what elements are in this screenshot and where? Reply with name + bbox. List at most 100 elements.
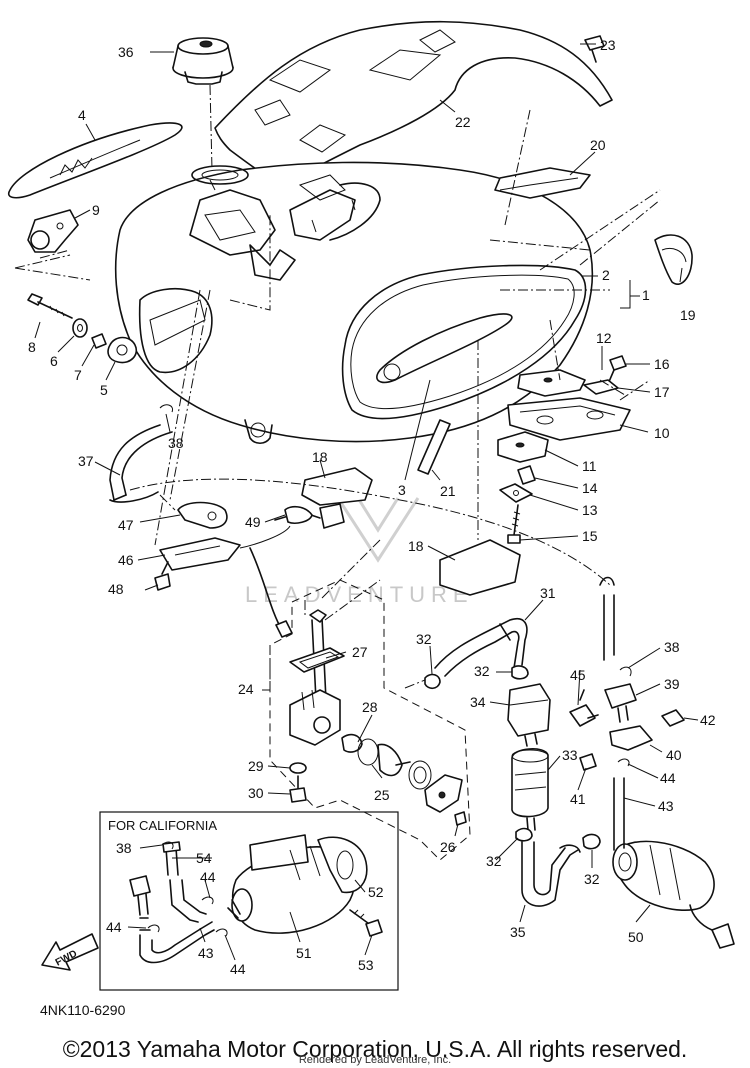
watermark-text: LEADVENTURE (245, 582, 474, 607)
part-42-bolt[interactable] (661, 709, 685, 727)
callout-42: 42 (700, 712, 716, 728)
part-38-clip-right[interactable] (619, 666, 632, 677)
part-47-plate[interactable] (177, 501, 228, 529)
callout-3: 3 (398, 482, 406, 498)
callout-38-right: 38 (664, 639, 680, 655)
callout-53: 53 (358, 957, 374, 973)
callout-38-left: 38 (168, 435, 184, 451)
part-19-damper[interactable] (654, 234, 693, 285)
callout-23: 23 (600, 37, 616, 53)
california-box (99, 811, 399, 991)
part-21-strip[interactable] (417, 419, 451, 475)
part-34-fitting[interactable] (507, 683, 551, 747)
callout-45: 45 (570, 667, 586, 683)
callout-27: 27 (352, 644, 368, 660)
part-40-bracket[interactable] (609, 725, 653, 751)
part-27-gasket[interactable] (289, 647, 345, 673)
part-35-hose[interactable] (521, 841, 581, 907)
part-29-washer[interactable] (289, 762, 307, 774)
part-32-clip-b[interactable] (511, 665, 529, 680)
callout-41: 41 (570, 791, 586, 807)
part-45-valve[interactable] (569, 689, 599, 727)
callout-44-right: 44 (660, 770, 676, 786)
part-25-oring[interactable] (357, 738, 379, 766)
callout-11: 11 (582, 458, 597, 474)
part-44-clip-b[interactable] (147, 924, 160, 933)
part-17-clamp[interactable] (583, 379, 619, 395)
part-37-hose[interactable] (109, 424, 173, 503)
assembly-leaders (14, 84, 661, 690)
part-49-sensor[interactable] (239, 503, 345, 638)
part-16-bolt[interactable] (607, 355, 627, 385)
part-4-emblem[interactable] (8, 122, 183, 199)
part-fuel-cock-plate[interactable] (424, 774, 463, 813)
part-cal-hoses[interactable] (129, 875, 215, 964)
part-50-fuel-pump[interactable] (612, 840, 735, 949)
part-44-clip-right[interactable] (617, 758, 630, 767)
part-48-bolt[interactable] (154, 561, 171, 591)
part-28-cover[interactable] (341, 733, 363, 753)
part-32-clip-c[interactable] (515, 827, 533, 842)
callout-25: 25 (374, 787, 390, 803)
part-18-pad-lower[interactable] (439, 539, 521, 596)
part-22-rear-fender[interactable] (214, 20, 613, 186)
part-20-pad[interactable] (494, 167, 591, 199)
callout-54: 54 (196, 850, 212, 866)
part-7-collar[interactable] (91, 333, 107, 349)
callout-labels: 36 23 22 4 9 20 19 2 1 12 16 17 10 11 14… (28, 37, 716, 977)
part-8-bolt[interactable] (27, 293, 73, 319)
part-6-washer[interactable] (72, 318, 88, 338)
part-32-clip-a[interactable] (424, 673, 441, 690)
part-44-clip-a[interactable] (201, 896, 214, 905)
part-5-damper[interactable] (107, 336, 137, 364)
part-36-fuel-cap[interactable] (172, 37, 234, 85)
part-38-clip[interactable] (159, 404, 174, 413)
part-44-clip-c[interactable] (215, 928, 228, 937)
part-38-clip-cal[interactable] (161, 841, 174, 850)
part-9-bracket[interactable] (27, 209, 79, 253)
callout-32-a: 32 (416, 631, 432, 647)
part-13-washer[interactable] (499, 483, 533, 503)
callout-46: 46 (118, 552, 134, 568)
part-51-canister[interactable] (227, 834, 356, 934)
callout-52: 52 (368, 884, 384, 900)
part-12-rubber[interactable] (517, 369, 586, 397)
part-1-fuel-tank[interactable] (114, 161, 594, 445)
callout-17: 17 (654, 384, 670, 400)
callout-24: 24 (238, 681, 254, 697)
callout-29: 29 (248, 758, 264, 774)
part-32-clip-d[interactable] (582, 833, 601, 850)
callout-4: 4 (78, 107, 86, 123)
part-14-collar[interactable] (517, 465, 536, 485)
part-23-screw[interactable] (584, 35, 605, 63)
callout-22: 22 (455, 114, 471, 130)
watermark: LEADVENTURE (245, 497, 474, 607)
part-11-rubber[interactable] (497, 431, 549, 463)
callout-39: 39 (664, 676, 680, 692)
part-24-fuel-cock[interactable] (289, 609, 341, 746)
callout-7: 7 (74, 367, 82, 383)
callout-18-lower: 18 (408, 538, 424, 554)
part-52-bracket[interactable] (317, 836, 368, 894)
callout-50: 50 (628, 929, 644, 945)
part-15-bolt[interactable] (507, 504, 521, 544)
part-fuel-cock-lever[interactable] (377, 743, 411, 777)
part-fuel-cock-gasket-small[interactable] (408, 760, 432, 790)
part-10-bracket[interactable] (507, 397, 631, 441)
part-26-screw[interactable] (454, 811, 467, 826)
part-39-joint[interactable] (604, 683, 637, 723)
part-31-hose[interactable] (434, 618, 528, 677)
part-54-hose[interactable] (162, 841, 181, 876)
part-30-screw[interactable] (289, 775, 307, 803)
callout-5: 5 (100, 382, 108, 398)
part-43-hose-right[interactable] (599, 576, 625, 851)
part-46-bracket[interactable] (159, 537, 241, 571)
part-18-pad-upper[interactable] (301, 467, 373, 506)
part-41-bolt[interactable] (579, 753, 597, 771)
callout-43-cal: 43 (198, 945, 214, 961)
part-53-bolt[interactable] (349, 909, 383, 937)
california-box-label: FOR CALIFORNIA (108, 818, 218, 833)
callout-32-b: 32 (474, 663, 490, 679)
part-33-fuel-filter[interactable] (511, 748, 549, 831)
